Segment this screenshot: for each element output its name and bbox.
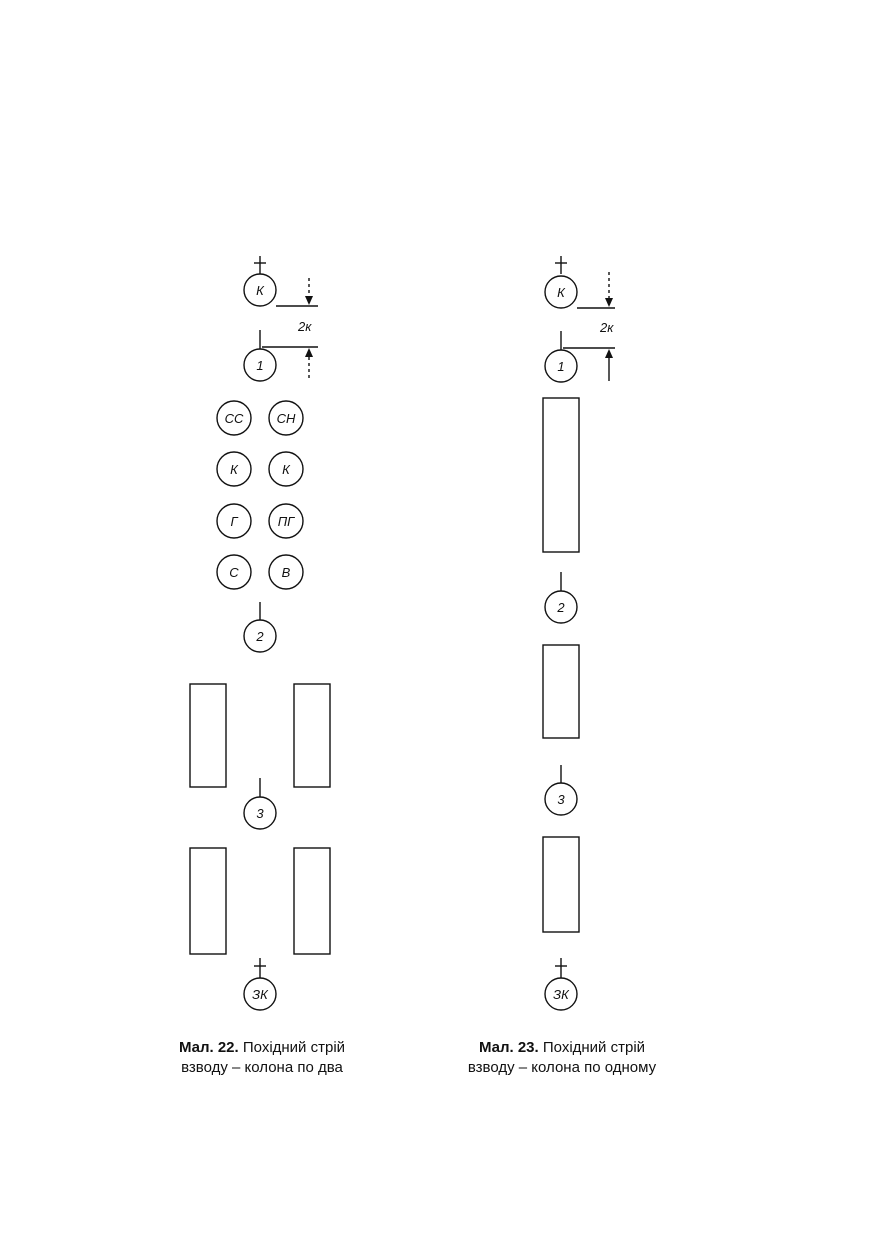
member-label: СС — [225, 411, 244, 426]
squad-2-left-column — [189, 683, 227, 788]
squad-2-right-column — [293, 683, 331, 788]
caption-text: Похідний стрій — [242, 1039, 346, 1056]
caption-number: Мал. 22. — [178, 1039, 239, 1056]
squad-3-leader: 3 — [544, 765, 578, 816]
commander-label: К — [256, 283, 265, 298]
squad-3-leader: 3 — [243, 778, 277, 830]
dimension-label: 2к — [297, 319, 312, 334]
member-label: ПГ — [278, 514, 295, 529]
squad-2-leader: 2 — [243, 602, 277, 653]
svg-text:1: 1 — [256, 358, 263, 373]
figure-22: К 2к 1 СС СН К К Г — [189, 256, 331, 1011]
member-label: С — [229, 565, 239, 580]
squad-2-column — [542, 644, 580, 739]
dimension-marker: 2к — [563, 272, 615, 381]
member-label: К — [230, 462, 239, 477]
dimension-marker: 2к — [262, 278, 318, 378]
figure-22-caption: Мал. 22. Похідний стрій взводу – колона … — [112, 1038, 412, 1078]
squad-1-leader: 1 — [544, 331, 578, 383]
svg-text:2: 2 — [255, 629, 264, 644]
caption-text: взводу – колона по два — [181, 1059, 343, 1076]
member-label: К — [282, 462, 291, 477]
squad-3-column — [542, 836, 580, 933]
caption-number: Мал. 23. — [478, 1039, 539, 1056]
squad-3-right-column — [293, 847, 331, 955]
member-label: В — [282, 565, 291, 580]
caption-text: Похідний стрій — [542, 1039, 646, 1056]
svg-text:3: 3 — [256, 806, 264, 821]
figure-23: К 2к 1 2 3 — [542, 256, 615, 1011]
svg-text:1: 1 — [557, 359, 564, 374]
platoon-commander-symbol: К — [544, 256, 615, 309]
svg-text:3: 3 — [557, 792, 565, 807]
platoon-commander-symbol: К — [243, 256, 318, 307]
squad-2-leader: 2 — [544, 572, 578, 624]
svg-text:К: К — [557, 285, 566, 300]
svg-text:2к: 2к — [599, 320, 614, 335]
deputy-commander-symbol: ЗК — [544, 958, 578, 1011]
squad-1-members: СС СН К К Г ПГ С В — [216, 400, 304, 590]
svg-text:ЗК: ЗК — [252, 987, 269, 1002]
squad-3-left-column — [189, 847, 227, 955]
svg-text:ЗК: ЗК — [553, 987, 570, 1002]
member-label: Г — [230, 514, 238, 529]
squad-1-column — [542, 397, 580, 553]
squad-1-leader: 1 — [243, 330, 277, 382]
svg-text:2: 2 — [556, 600, 565, 615]
deputy-commander-symbol: ЗК — [243, 958, 277, 1011]
member-label: СН — [277, 411, 296, 426]
caption-text: взводу – колона по одному — [467, 1059, 657, 1076]
figure-23-caption: Мал. 23. Похідний стрій взводу – колона … — [412, 1038, 712, 1078]
